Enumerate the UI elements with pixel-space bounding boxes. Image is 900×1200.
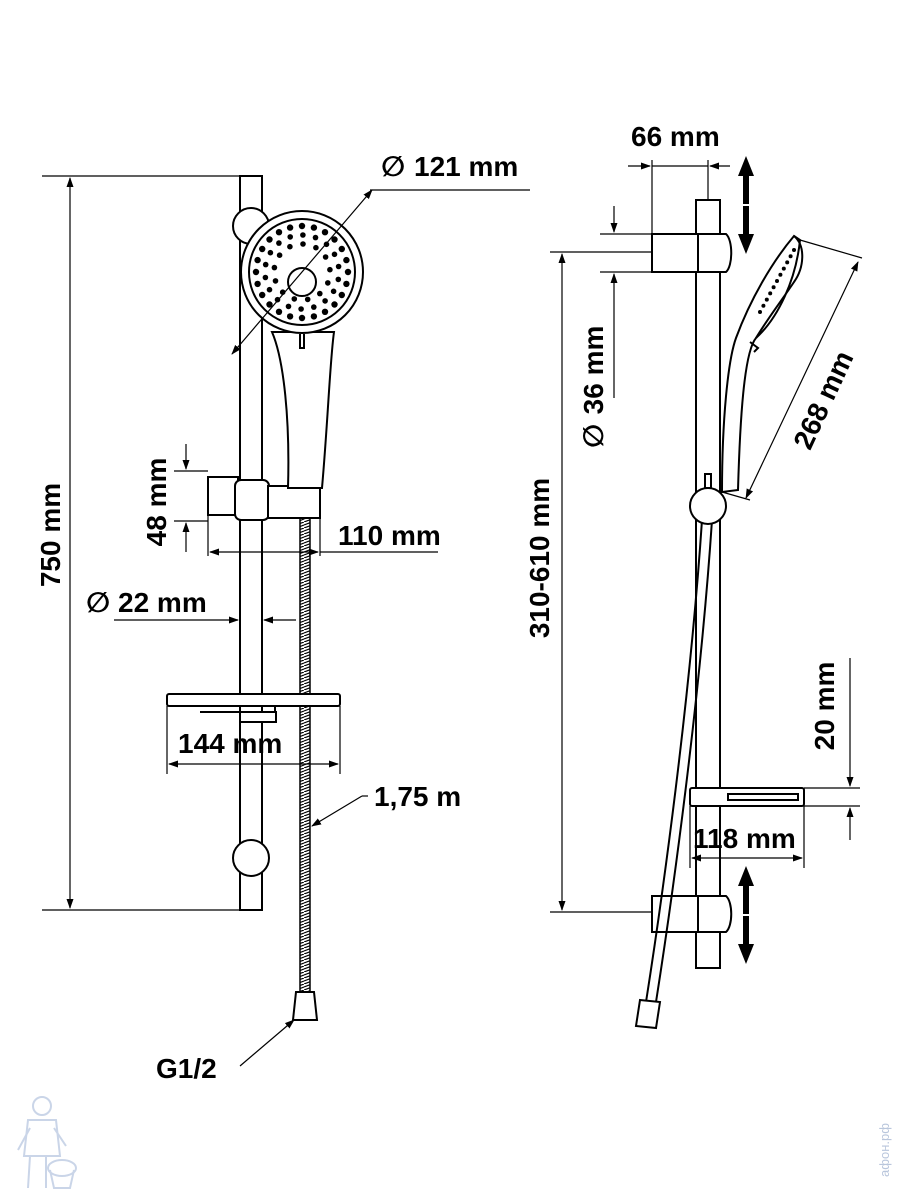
- dim-diameter-symbol-22: ∅: [86, 587, 110, 618]
- dim-holder-depth: 110 mm: [338, 520, 441, 551]
- dim-line-268: [745, 261, 859, 499]
- watermark-text: афон.рф: [877, 1123, 892, 1177]
- front-handset-handle: [270, 331, 336, 489]
- dim-connection: G1/2: [156, 1053, 217, 1084]
- side-view: 66 mm 36 mm ∅ 268 mm 310-610 mm 20 mm 11…: [524, 121, 863, 1030]
- dim-rail-diameter: 22 mm: [118, 587, 207, 618]
- front-shelf-mount: [239, 711, 277, 723]
- side-adjust-arrows-bottom: [738, 866, 754, 964]
- dim-total-height: 750 mm: [35, 483, 66, 587]
- dim-bracket-depth: 66 mm: [631, 121, 720, 152]
- front-holder-slider: [234, 479, 270, 521]
- side-adjust-arrows-top: [738, 156, 754, 254]
- side-soap-shelf: [689, 787, 805, 807]
- dim-adjust-range: 310-610 mm: [524, 478, 555, 638]
- front-soap-shelf: [166, 693, 341, 707]
- dim-line-121: [231, 189, 373, 355]
- front-shelf-clip: [200, 705, 276, 713]
- dim-diameter-symbol-36: ∅: [578, 424, 609, 448]
- side-top-bracket: [651, 233, 699, 273]
- dim-handset-length: 268 mm: [787, 346, 859, 454]
- front-holder-bracket: [207, 476, 239, 516]
- side-top-bracket-clamp: [697, 233, 733, 273]
- dim-hose-length: 1,75 m: [374, 781, 461, 812]
- side-holder-pin: [704, 473, 712, 489]
- side-handset-body: [720, 234, 802, 494]
- dim-diameter-symbol-121: ∅: [381, 151, 405, 182]
- side-bottom-bracket-clamp: [697, 895, 733, 933]
- plumber-logo: [17, 1096, 77, 1189]
- front-view: 750 mm ∅ 121 mm 48 mm 110 mm ∅ 22 mm 144…: [35, 151, 530, 1084]
- front-hose: [299, 499, 311, 994]
- dim-holder-height: 48 mm: [141, 458, 172, 547]
- dim-shelf-depth: 118 mm: [693, 823, 796, 854]
- dim-line-connector: [239, 1019, 295, 1067]
- side-holder-knob: [689, 487, 727, 525]
- dim-shelf-width: 144 mm: [178, 728, 282, 759]
- front-hose-connector: [291, 991, 319, 1021]
- side-hose: [645, 519, 703, 1003]
- dim-head-diameter: 121 mm: [414, 151, 518, 182]
- front-holder-cradle: [267, 485, 321, 519]
- dim-line-hose: [311, 795, 363, 827]
- dim-bracket-diameter: 36 mm: [578, 326, 609, 415]
- front-rail-bottom-knob: [232, 839, 270, 877]
- dim-shelf-height: 20 mm: [809, 662, 840, 751]
- side-hose-connector: [634, 998, 662, 1030]
